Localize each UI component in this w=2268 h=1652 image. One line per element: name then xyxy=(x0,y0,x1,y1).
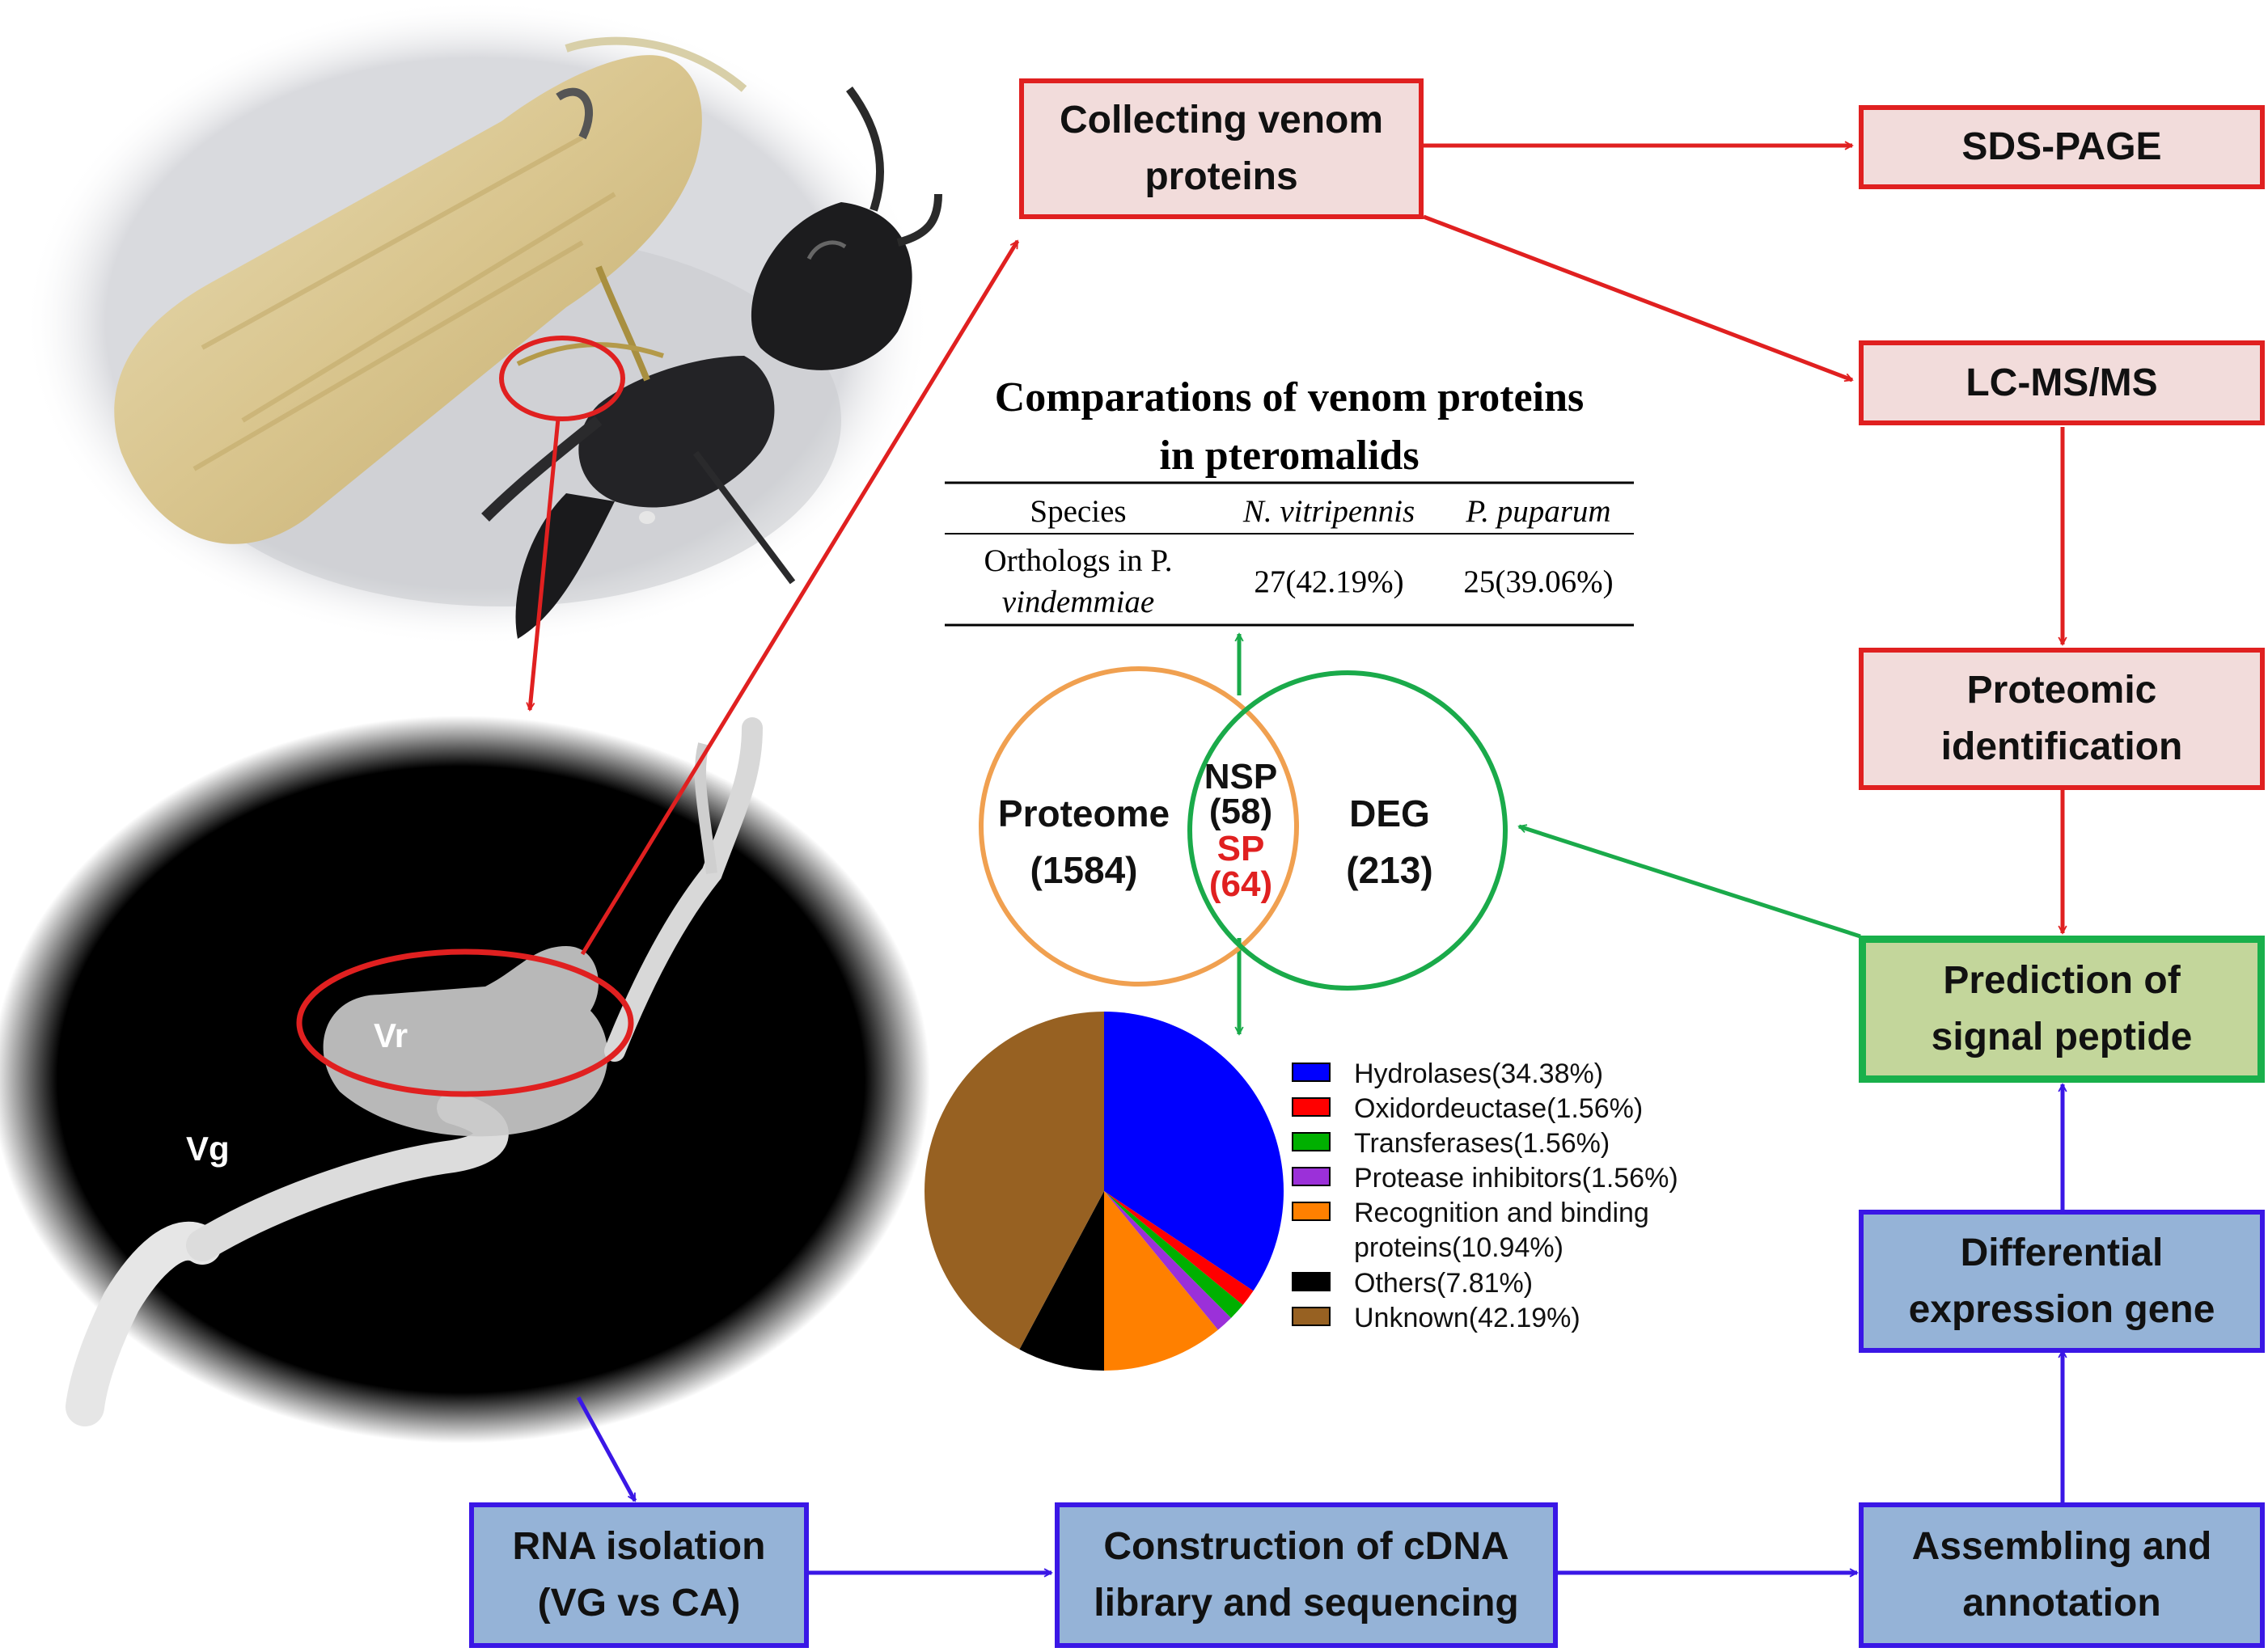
orthologs-label-line-2: vindemmiae xyxy=(1002,585,1154,619)
pie-slice-1 xyxy=(1104,1011,1284,1291)
prediction-line-2: signal peptide xyxy=(1931,1016,2193,1058)
legend-swatch-7 xyxy=(1292,1307,1331,1326)
wasp-abdomen-highlight xyxy=(499,336,625,421)
comparison-table: Comparations of venom proteins in pterom… xyxy=(945,374,1634,627)
legend-label-3: Transferases(1.56%) xyxy=(1354,1128,1610,1159)
deg-count: (213) xyxy=(1346,849,1432,891)
ppuparum-value: 25(39.06%) xyxy=(1463,564,1613,599)
assembling-annotation-box: Assembling and annotation xyxy=(1859,1502,2265,1648)
cdna-line-1: Construction of cDNA xyxy=(1103,1525,1509,1568)
lc-ms-box: LC-MS/MS xyxy=(1859,340,2265,425)
arrow-photo-to-rna xyxy=(576,1396,637,1501)
rna-line-1: RNA isolation xyxy=(512,1525,766,1568)
pie-slice-7 xyxy=(925,1012,1104,1350)
pie-slice-2 xyxy=(1104,1191,1254,1305)
legend-swatch-3 xyxy=(1292,1132,1331,1151)
pie-slice-5 xyxy=(1104,1191,1218,1371)
nvitripennis-header: N. vitripennis xyxy=(1242,494,1415,529)
legend-label-5-line-2: proteins(10.94%) xyxy=(1354,1232,1563,1263)
legend-label-5-line-1: Recognition and binding xyxy=(1354,1198,1649,1228)
table-title-line-1: Comparations of venom proteins xyxy=(995,374,1584,420)
rna-isolation-box: RNA isolation (VG vs CA) xyxy=(469,1502,809,1648)
prediction-signal-peptide-box: Prediction of signal peptide xyxy=(1859,936,2265,1083)
differential-line-1: Differential xyxy=(1960,1231,2164,1274)
sds-page-label: SDS-PAGE xyxy=(1961,125,2162,168)
ppuparum-header: P. puparum xyxy=(1465,494,1610,529)
proteomic-line-2: identification xyxy=(1940,725,2183,768)
vr-label: Vr xyxy=(374,1016,408,1054)
deg-circle xyxy=(1187,670,1508,991)
lc-ms-label: LC-MS/MS xyxy=(1965,361,2158,404)
cdna-library-box: Construction of cDNA library and sequenci… xyxy=(1055,1502,1558,1648)
deg-label: DEG xyxy=(1349,792,1430,834)
assembling-line-1: Assembling and xyxy=(1911,1525,2212,1568)
legend-swatch-4 xyxy=(1292,1167,1331,1186)
vg-label: Vg xyxy=(186,1130,230,1168)
pie-chart xyxy=(925,1011,1284,1371)
sds-page-box: SDS-PAGE xyxy=(1859,105,2265,189)
sp-count: (64) xyxy=(1209,864,1272,904)
legend-label-2: Oxidordeuctase(1.56%) xyxy=(1354,1093,1643,1124)
legend-label-7: Unknown(42.19%) xyxy=(1354,1303,1580,1333)
species-header: Species xyxy=(1030,494,1126,529)
nvitripennis-value: 27(42.19%) xyxy=(1254,564,1403,599)
differential-line-2: expression gene xyxy=(1908,1287,2215,1331)
legend-swatch-2 xyxy=(1292,1097,1331,1117)
differential-expression-box: Differential expression gene xyxy=(1859,1210,2265,1353)
nsp-label: NSP xyxy=(1204,757,1277,796)
table-title-line-2: in pteromalids xyxy=(1159,433,1419,479)
venom-reservoir-highlight xyxy=(296,949,634,1097)
nsp-count: (58) xyxy=(1209,792,1272,831)
pie-slice-3 xyxy=(1104,1191,1243,1318)
assembling-line-2: annotation xyxy=(1962,1582,2161,1625)
arrow-prediction-to-venn xyxy=(1519,826,1861,939)
legend-swatch-1 xyxy=(1292,1063,1331,1082)
proteomic-line-1: Proteomic xyxy=(1966,669,2157,712)
arrow-to-collecting xyxy=(580,241,1020,956)
legend-label-4: Protease inhibitors(1.56%) xyxy=(1354,1163,1678,1194)
prediction-line-1: Prediction of xyxy=(1943,959,2181,1002)
collecting-line-1: Collecting venom xyxy=(1059,99,1384,142)
venom-apparatus-photo xyxy=(0,716,930,1443)
proteome-label: Proteome xyxy=(998,792,1170,834)
pie-slice-6 xyxy=(1019,1191,1104,1371)
arrow-to-dissection xyxy=(530,418,561,710)
sp-label: SP xyxy=(1217,829,1265,868)
venn-diagram: Proteome (1584) DEG (213) NSP (58) SP (6… xyxy=(979,666,1508,991)
legend-swatch-6 xyxy=(1292,1272,1331,1291)
pie-legend: Hydrolases(34.38%) Oxidordeuctase(1.56%) T… xyxy=(1292,1058,1678,1333)
pie-slice-4 xyxy=(1104,1191,1231,1330)
legend-label-1: Hydrolases(34.38%) xyxy=(1354,1058,1603,1089)
rna-line-2: (VG vs CA) xyxy=(537,1582,741,1625)
legend-swatch-5 xyxy=(1292,1202,1331,1221)
wasp-on-pupa-photo xyxy=(24,0,942,647)
proteomic-identification-box: Proteomic identification xyxy=(1859,648,2265,790)
arrow-collecting-to-lcms xyxy=(1423,214,1852,382)
legend-label-6: Others(7.81%) xyxy=(1354,1268,1533,1299)
orthologs-label-line-1: Orthologs in P. xyxy=(984,543,1173,578)
proteome-count: (1584) xyxy=(1030,849,1138,891)
proteome-circle xyxy=(979,666,1299,987)
collecting-line-2: proteins xyxy=(1145,155,1298,198)
cdna-line-2: library and sequencing xyxy=(1094,1582,1519,1625)
collecting-venom-box: Collecting venom proteins xyxy=(1019,78,1424,219)
